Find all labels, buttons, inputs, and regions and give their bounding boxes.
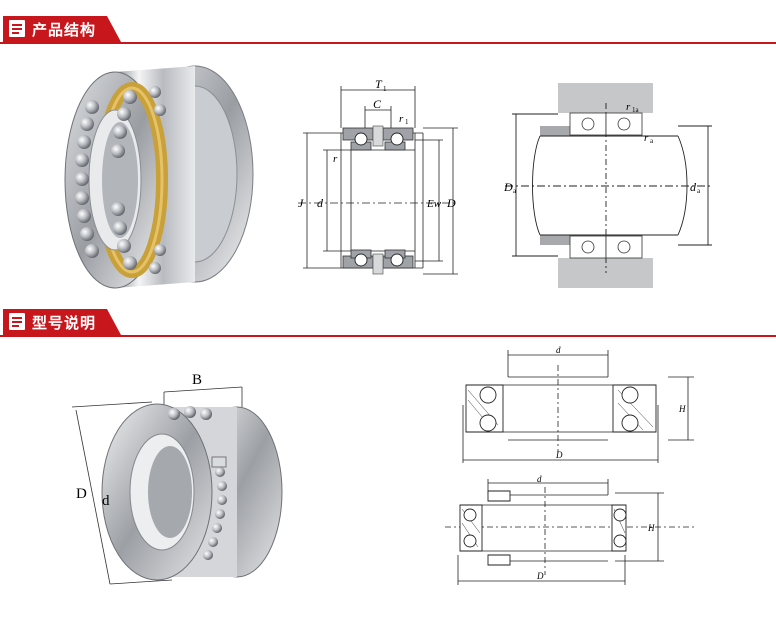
- label-ra: r: [644, 132, 649, 144]
- bearing-photo-cutaway: [64, 65, 254, 289]
- label-r1-sub: 1: [405, 118, 409, 126]
- label-C: C: [373, 97, 382, 111]
- label-da: d: [690, 180, 697, 194]
- label-H: H: [678, 404, 686, 414]
- ball-row: [75, 86, 166, 274]
- label-r: r: [333, 153, 338, 165]
- label-D: D: [446, 196, 456, 210]
- label-d: d: [102, 493, 110, 509]
- label-B: B: [192, 372, 202, 388]
- label-J: J: [298, 196, 304, 210]
- section-title: 型号说明: [32, 314, 97, 332]
- label-r1a-sub: 1a: [632, 106, 640, 114]
- section-header-model: 型号说明: [0, 307, 776, 337]
- label-r1a: r: [626, 101, 631, 113]
- label-Da: D: [503, 180, 513, 194]
- label-Ew: Ew: [426, 198, 442, 210]
- bearing-photo-dimensioned: B D d: [71, 372, 283, 585]
- section-title: 产品结构: [32, 21, 97, 39]
- label-T1: T: [375, 78, 383, 91]
- label-r1: r: [399, 113, 404, 125]
- section-header-structure: 产品结构: [0, 14, 776, 44]
- label-D: D: [555, 450, 563, 460]
- mounting-diagram: D a d a r 1a r a: [503, 83, 712, 288]
- document-icon: [9, 313, 25, 330]
- label-da-sub: a: [697, 187, 701, 195]
- label-D: D: [536, 571, 544, 581]
- label-d: d: [317, 196, 324, 210]
- section-divider: [0, 335, 776, 337]
- label-Da-sub: a: [513, 187, 517, 195]
- label-H: H: [647, 523, 655, 533]
- bearing-section-diagram: T 1 C r 1 r J d Ew D: [298, 78, 458, 275]
- label-D: D: [76, 486, 87, 502]
- label-T1-sub: 1: [383, 85, 387, 93]
- thrust-bearing-diagram-a: d D H: [462, 345, 694, 463]
- thrust-bearing-diagram-b: d D H: [445, 475, 695, 585]
- label-d: d: [556, 345, 561, 355]
- document-icon: [9, 20, 25, 37]
- section-divider: [0, 42, 776, 44]
- label-d: d: [537, 475, 542, 484]
- label-ra-sub: a: [650, 137, 654, 145]
